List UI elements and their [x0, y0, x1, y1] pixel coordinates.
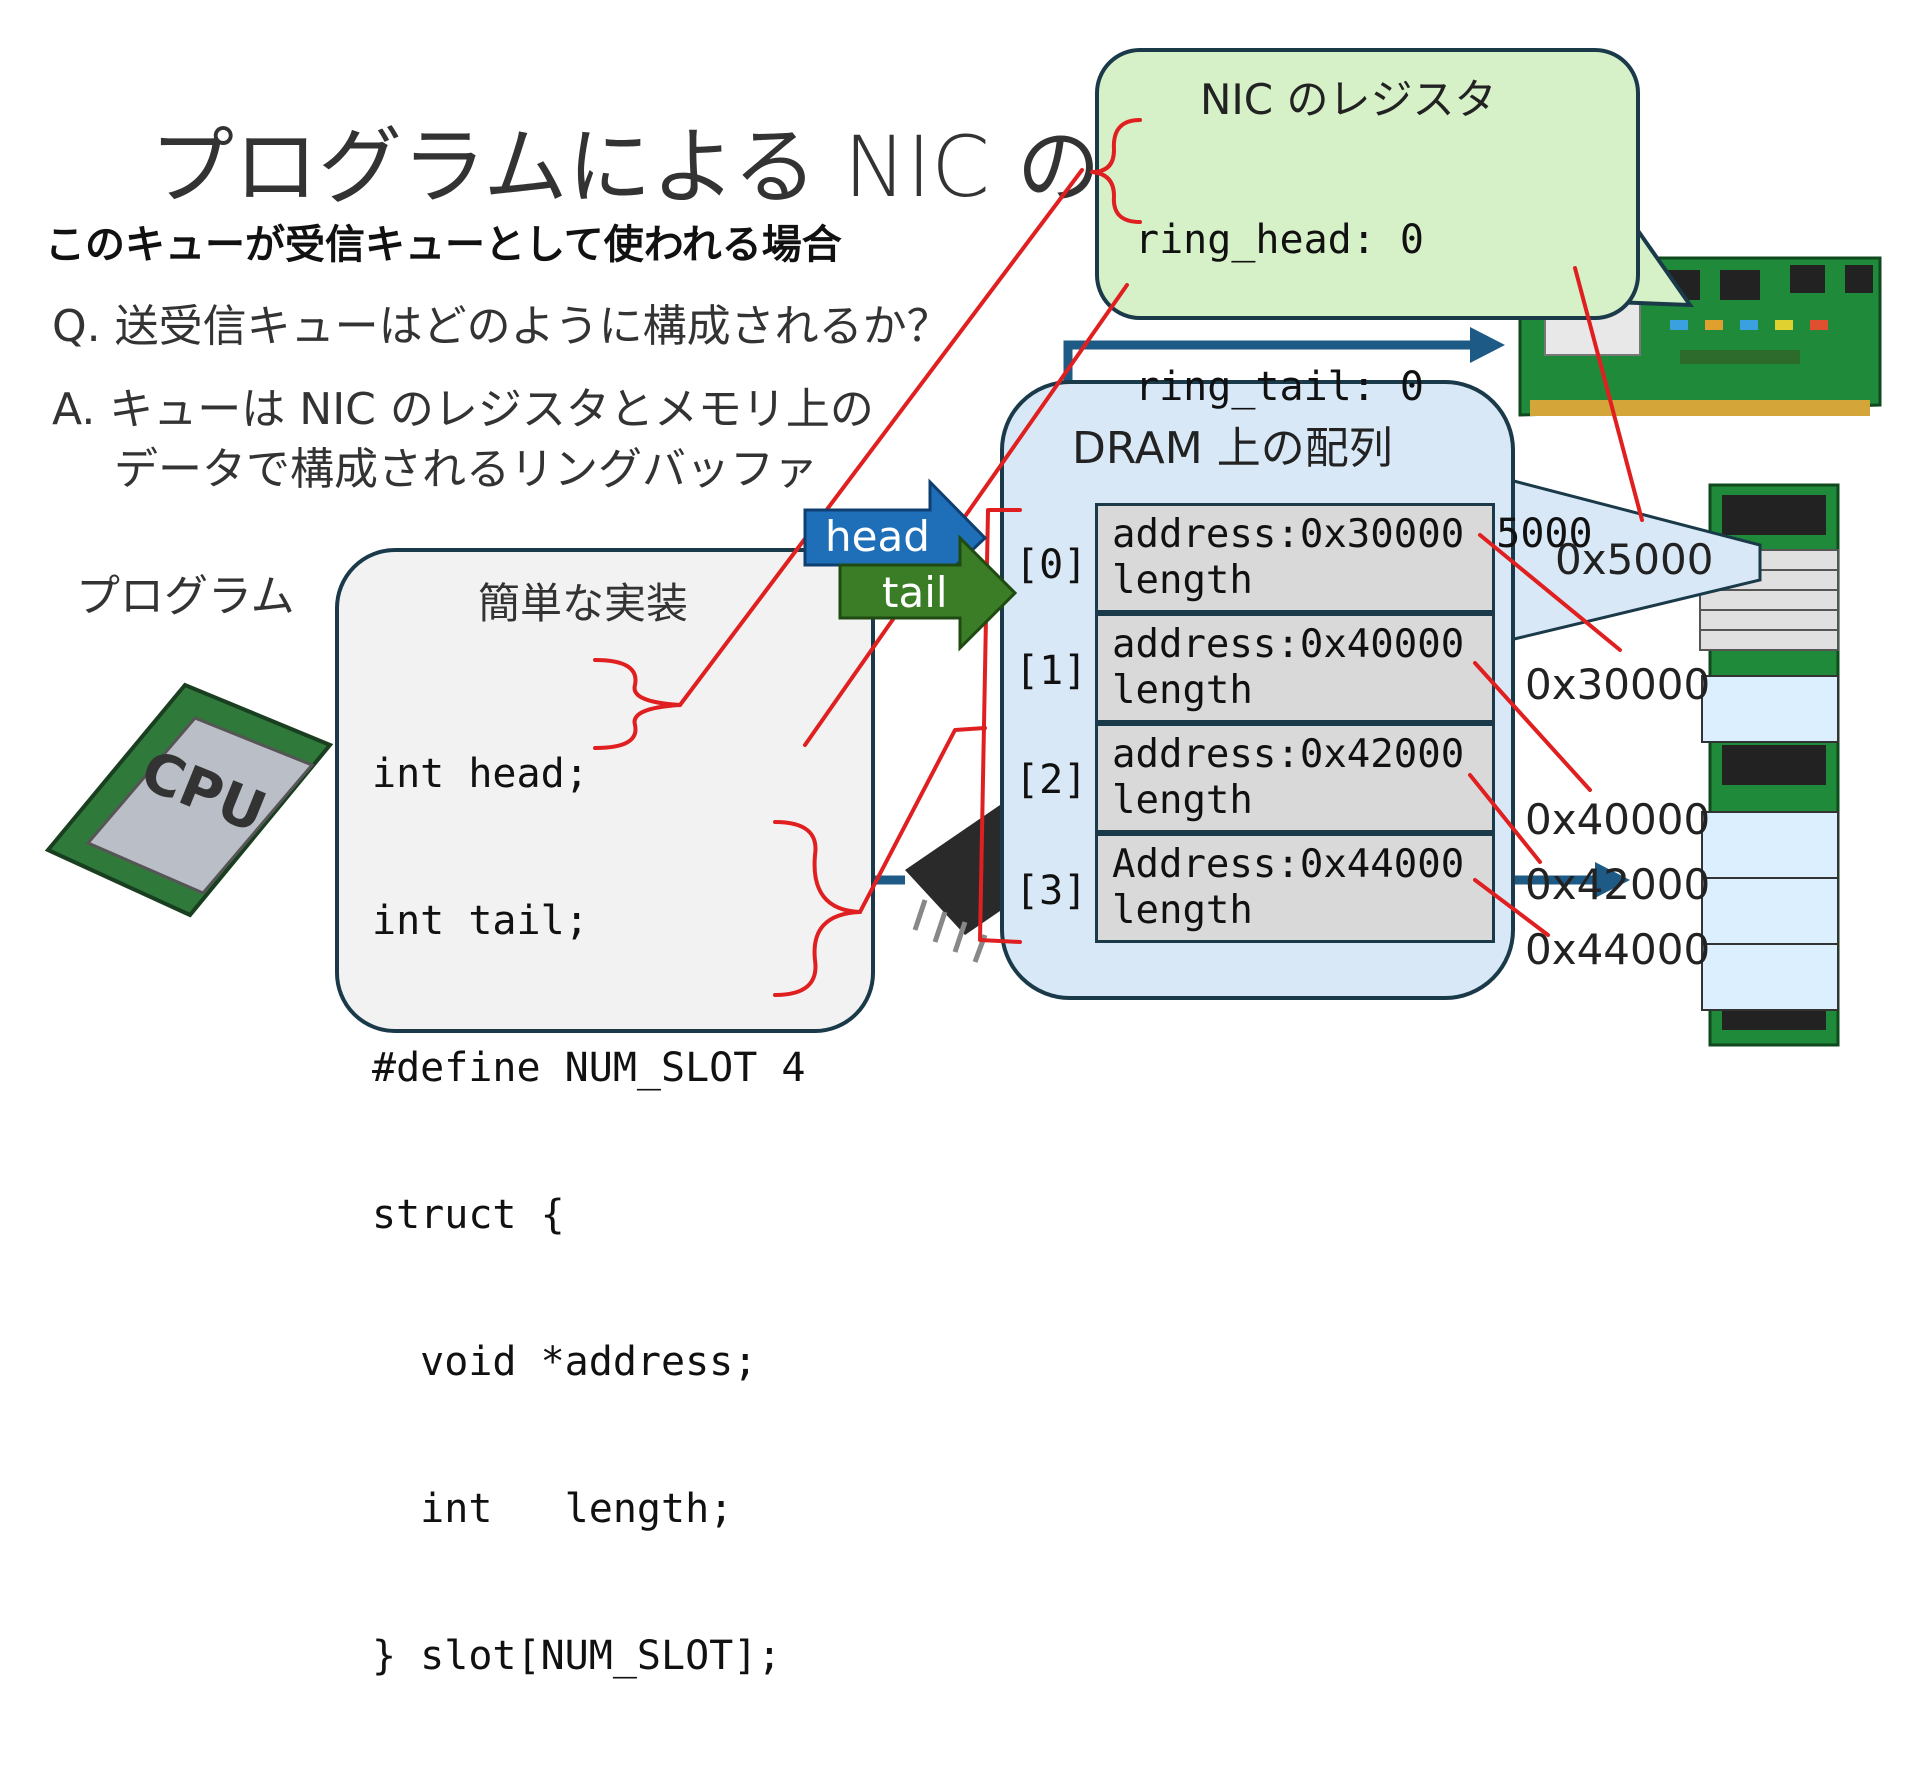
- question-text: Q. 送受信キューはどのように構成されるか？: [52, 301, 951, 352]
- answer-line-1: A. キューは NIC のレジスタとメモリ上の: [52, 384, 874, 435]
- impl-title: 簡単な実装: [478, 579, 689, 628]
- register-ring-tail: ring_tail: 0: [1135, 364, 1424, 410]
- slot-length: length: [1112, 888, 1253, 933]
- dram-title: DRAM 上の配列: [1072, 423, 1393, 474]
- slot-length: length: [1112, 778, 1253, 823]
- code-line: int tail;: [372, 898, 589, 944]
- slot-address: address:0x40000: [1112, 622, 1465, 667]
- tail-pointer-arrow: [838, 534, 1018, 652]
- slot-address: Address:0x44000: [1112, 842, 1465, 887]
- slot-address: address:0x30000: [1112, 512, 1465, 557]
- code-line: int head;: [372, 751, 589, 797]
- memory-address-label: 0x42000: [1525, 860, 1711, 909]
- slot-index: [3]: [1015, 868, 1088, 914]
- dram-slot-1: address:0x40000 length: [1095, 613, 1495, 723]
- nic-register-box: [1095, 48, 1640, 320]
- subtitle: このキューが受信キューとして使われる場合: [45, 222, 842, 268]
- slot-index: [2]: [1015, 757, 1088, 803]
- memory-address-label: 0x40000: [1525, 795, 1711, 844]
- page-title: プログラムによる NIC の: [150, 118, 1101, 216]
- answer-text: A. キューは NIC のレジスタとメモリ上の データで構成されるリングバッファ: [52, 380, 874, 500]
- memory-address-label: 0x5000: [1555, 535, 1714, 584]
- memory-address-label: 0x30000: [1525, 660, 1711, 709]
- slot-index: [0]: [1015, 542, 1088, 588]
- slot-index: [1]: [1015, 648, 1088, 694]
- program-label: プログラム: [76, 571, 295, 622]
- impl-box: [335, 548, 875, 1033]
- slot-length: length: [1112, 558, 1253, 603]
- nic-title: NIC のレジスタ: [1200, 75, 1497, 124]
- code-line: } slot[NUM_SLOT];: [372, 1633, 782, 1679]
- dram-slot-3: Address:0x44000 length: [1095, 833, 1495, 943]
- dram-slot-2: address:0x42000 length: [1095, 723, 1495, 833]
- code-line: void *address;: [372, 1339, 758, 1385]
- connector-lines: [593, 118, 1644, 997]
- code-line: int length;: [372, 1486, 734, 1532]
- code-line: struct {: [372, 1192, 565, 1238]
- slide: CPU: [44, 48, 1882, 1679]
- memory-address-label: 0x44000: [1525, 925, 1711, 974]
- slot-length: length: [1112, 668, 1253, 713]
- head-label: head: [825, 512, 930, 561]
- memory-module-icon: [1699, 483, 1840, 1047]
- slot-address: address:0x42000: [1112, 732, 1465, 777]
- dram-slot-0: address:0x30000 length: [1095, 503, 1495, 613]
- register-ring-head: ring_head: 0: [1135, 217, 1424, 263]
- tail-label: tail: [882, 568, 948, 617]
- answer-line-2: データで構成されるリングバッファ: [114, 444, 818, 495]
- cpu-chip-icon: CPU: [44, 682, 334, 918]
